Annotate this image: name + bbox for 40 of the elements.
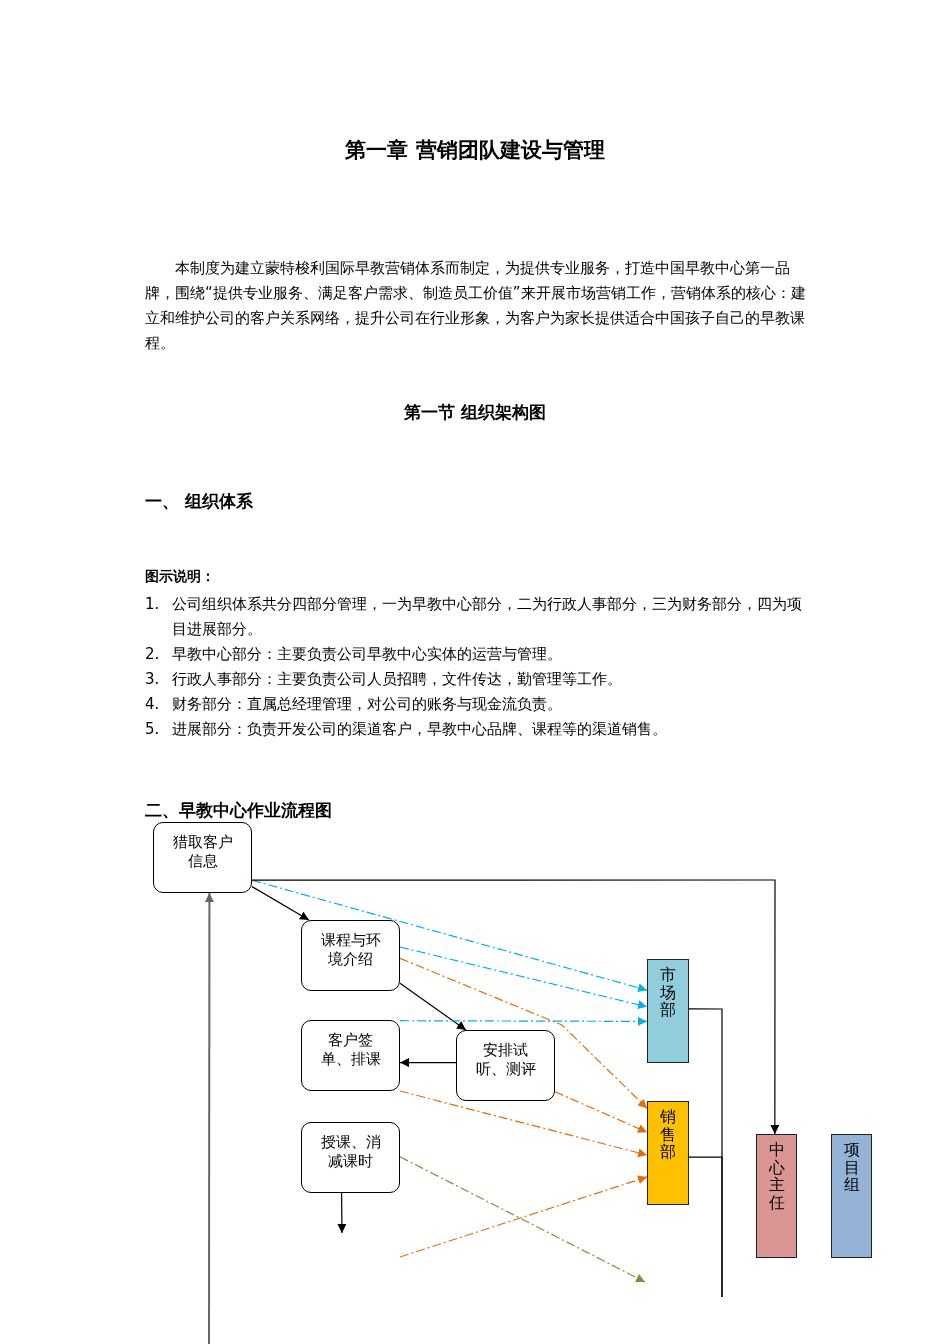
list-number: 5. bbox=[145, 719, 160, 740]
process-box: 课程与环境介绍 bbox=[301, 920, 400, 991]
arrow bbox=[399, 982, 467, 1031]
arrow bbox=[399, 1175, 648, 1258]
list-item-text: 早教中心部分：主要负责公司早教中心实体的运营与管理。 bbox=[172, 644, 563, 665]
department-bar: 中心主任 bbox=[756, 1134, 797, 1258]
chapter-title: 第一章 营销团队建设与管理 bbox=[344, 137, 606, 164]
arrow bbox=[554, 1091, 648, 1133]
connector-line bbox=[688, 1156, 723, 1298]
list-item-text: 公司组织体系共分四部分管理，一为早教中心部分，二为行政人事部分，三为财务部分，四为项目进展部分。 bbox=[172, 594, 803, 640]
process-box: 授课、消减课时 bbox=[301, 1122, 400, 1193]
subsection-heading: 一、 组织体系 bbox=[145, 490, 253, 513]
arrow bbox=[251, 879, 648, 993]
arrow bbox=[399, 1058, 457, 1068]
list-item-text: 财务部分：直属总经理管理，对公司的账务与现金流负责。 bbox=[172, 694, 563, 715]
list-number: 3. bbox=[145, 669, 160, 690]
arrow bbox=[399, 1016, 648, 1026]
list-item-text: 行政人事部分：主要负责公司人员招聘，文件传达，勤管理等工作。 bbox=[172, 669, 623, 690]
intro-paragraph: 本制度为建立蒙特梭利国际早教营销体系而制定，为提供专业服务，打造中国早教中心第一品牌，围绕“提供专业服务、满足客户需求、制造员工价值”来开展市场营销工作，营销体系的核心：建立和维护公司的客户关系网络，提升公司在行业形象，为客户为家长提供适合中国孩子自己的早教课程。 bbox=[145, 258, 807, 354]
process-box: 猎取客户信息 bbox=[153, 822, 252, 893]
legend-heading: 图示说明： bbox=[145, 568, 215, 586]
arrow bbox=[251, 879, 780, 1135]
arrow bbox=[399, 957, 648, 1109]
arrow bbox=[337, 1192, 347, 1234]
arrow bbox=[204, 892, 214, 1344]
subsection-heading: 二、早教中心作业流程图 bbox=[145, 799, 332, 822]
list-number: 1. bbox=[145, 594, 160, 615]
section-heading: 第一节 组织架构图 bbox=[403, 401, 547, 424]
arrow bbox=[251, 886, 310, 921]
department-bar: 项目组 bbox=[831, 1134, 872, 1258]
department-bar: 销售部 bbox=[647, 1101, 689, 1205]
department-bar: 市场部 bbox=[647, 959, 689, 1063]
list-number: 4. bbox=[145, 694, 160, 715]
process-box: 客户签单、排课 bbox=[301, 1020, 400, 1091]
arrow bbox=[399, 946, 648, 1010]
list-item-text: 进展部分：负责开发公司的渠道客户，早教中心品牌、课程等的渠道销售。 bbox=[172, 719, 668, 740]
list-number: 2. bbox=[145, 644, 160, 665]
process-box: 安排试听、测评 bbox=[456, 1030, 555, 1101]
arrow bbox=[399, 1090, 648, 1158]
arrow bbox=[399, 1156, 646, 1283]
